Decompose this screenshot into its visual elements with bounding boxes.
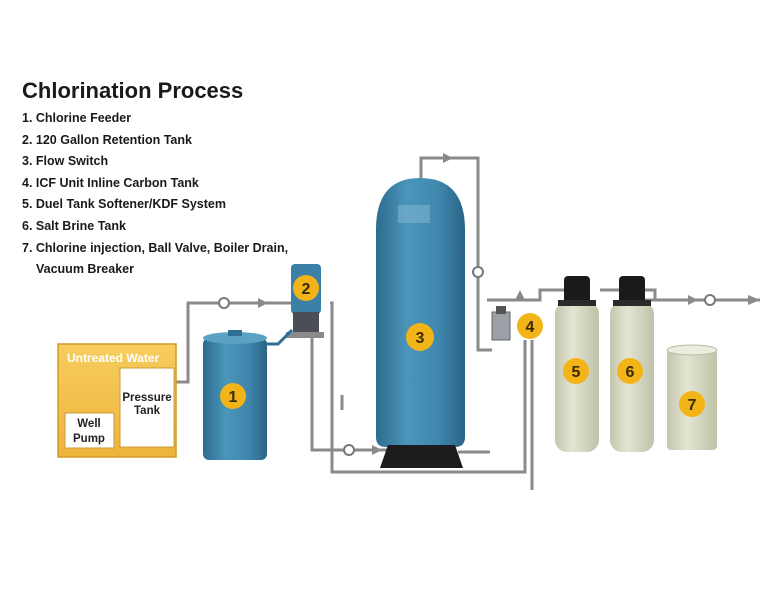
inline-carbon-unit [491,306,511,341]
tank-3-body [376,178,465,447]
tank-5-collar [558,300,596,306]
marker-5: 5 [563,358,589,384]
pipe-top-loop [419,156,492,352]
arrow-right-icon [688,295,698,305]
legend-item-7-continued: Vacuum Breaker [36,262,134,277]
pipe-pressure-to-feeder [170,301,300,384]
tank-3-base [380,445,463,468]
legend-list: 1. Chlorine Feeder 2. 120 Gallon Retenti… [22,108,288,281]
valve-icon [472,266,484,278]
well-pump-label-2: Pump [73,433,105,445]
arrow-up-icon [515,290,525,300]
arrow-right-icon [258,298,268,308]
valve-icon [704,294,716,306]
retention-tank [376,178,465,468]
svg-text:4: 4 [526,319,535,336]
flow-arrows [258,153,760,455]
diagram-title: Chlorination Process [22,78,244,103]
svg-text:2: 2 [302,281,311,298]
pressure-tank-box [119,367,175,448]
tank-3-label-plate [398,205,430,223]
pump-tube [267,328,294,346]
svg-text:1: 1 [229,389,238,406]
valves [218,266,716,456]
legend-item-2: 2. 120 Gallon Retention Tank [22,132,192,147]
pipe-to-softeners [487,288,580,302]
pipe-feeder-to-bottom [330,301,527,474]
markers: 1 2 3 4 5 6 7 [220,275,705,417]
untreated-water-title: Untreated Water [67,351,160,365]
svg-text:3: 3 [416,330,425,347]
marker-1: 1 [220,383,246,409]
arrow-right-icon [443,153,453,163]
legend-item-3: 3. Flow Switch [22,154,109,169]
marker-4: 4 [517,313,543,339]
pressure-tank-label-1: Pressure [122,392,171,404]
legend-item-5: 5. Duel Tank Softener/KDF System [22,197,226,212]
marker-2: 2 [293,275,319,301]
pump-head [293,312,319,334]
legend-item-4: 4. ICF Unit Inline Carbon Tank [22,175,199,190]
well-pump-box [64,412,115,449]
legend-item-1: 1. Chlorine Feeder [22,111,132,125]
tank-6-valve-head [619,276,645,304]
svg-text:6: 6 [626,364,635,381]
well-pump-label-1: Well [77,418,100,430]
tank-1-top [203,332,267,344]
flow-switch-cap [496,306,506,314]
arrow-right-icon [372,445,382,455]
tank-1-cap [228,330,242,336]
arrow-right-icon [748,295,760,305]
marker-3: 3 [406,323,434,351]
flow-switch-body [491,311,511,341]
tank-6-collar [613,300,651,306]
pipe-feeder-down [310,330,388,452]
marker-7: 7 [679,391,705,417]
tank-7-lid [666,344,718,356]
marker-6: 6 [617,358,643,384]
valve-icon [343,444,355,456]
legend-item-7: 7. Chlorine injection, Ball Valve, Boile… [22,240,289,255]
pump-base [286,332,324,338]
valve-icon [218,297,230,309]
untreated-water-box: Untreated Water Pressure Tank Well Pump [57,343,177,458]
tank-5-valve-head [564,276,590,304]
pressure-tank-label-2: Tank [134,405,161,417]
svg-text:7: 7 [688,397,697,414]
legend-item-6: 6. Salt Brine Tank [22,218,126,233]
svg-text:5: 5 [572,364,581,381]
